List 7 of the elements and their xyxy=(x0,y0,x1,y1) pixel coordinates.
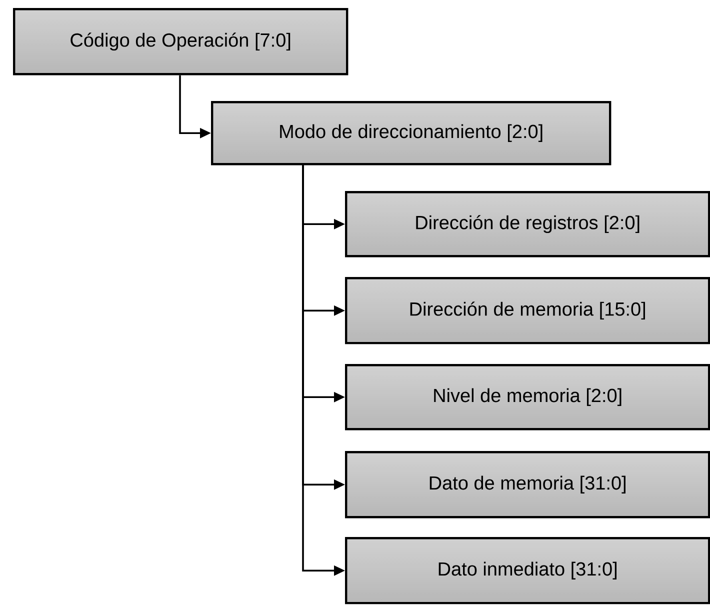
field-box: Modo de direccionamiento [2:0] xyxy=(211,101,612,166)
field-box: Nivel de memoria [2:0] xyxy=(345,364,710,430)
field-box: Dato de memoria [31:0] xyxy=(345,450,710,518)
field-box: Código de Operación [7:0] xyxy=(13,8,348,76)
field-box: Dirección de registros [2:0] xyxy=(345,191,710,258)
field-box: Dirección de memoria [15:0] xyxy=(345,277,710,344)
field-box: Dato inmediato [31:0] xyxy=(345,537,710,604)
